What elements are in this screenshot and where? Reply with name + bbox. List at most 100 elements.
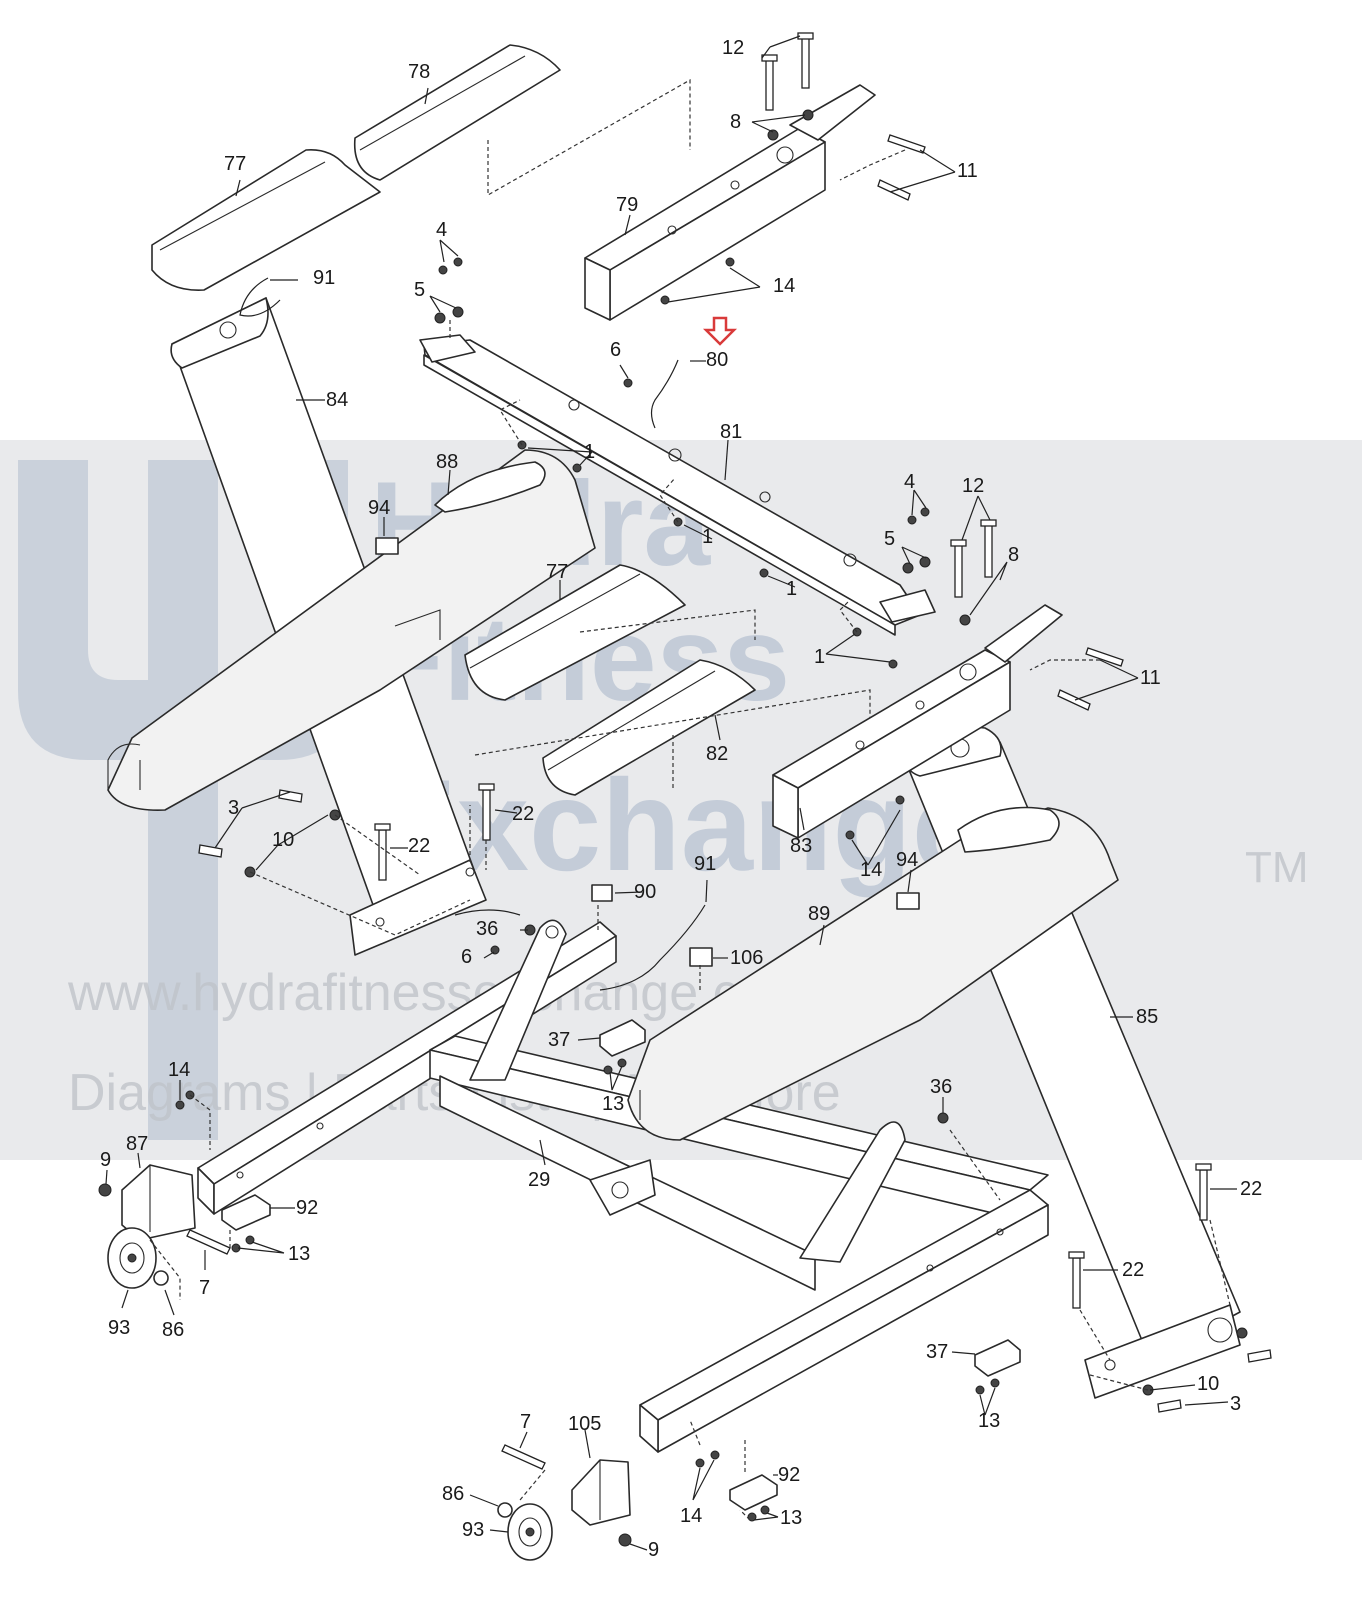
callout-label: 93 (462, 1519, 484, 1541)
callout-label: 13 (978, 1410, 1000, 1432)
callout-label: 13 (602, 1093, 624, 1115)
callout-label: 9 (648, 1539, 659, 1561)
callout-label: 3 (1230, 1393, 1241, 1415)
callout-label: 13 (780, 1507, 802, 1529)
callout-label: 87 (126, 1133, 148, 1155)
callout-label: 22 (512, 803, 534, 825)
callout-label: 81 (720, 421, 742, 443)
callout-label: 8 (730, 111, 741, 133)
callout-label: 78 (408, 61, 430, 83)
callout-label: 11 (1140, 667, 1161, 689)
washer-86-left (153, 1270, 169, 1286)
upper-tube-83 (772, 604, 1063, 839)
callout-label: 22 (1240, 1178, 1262, 1200)
callout-label: 86 (162, 1319, 184, 1341)
console-cover-78 (353, 44, 561, 181)
callout-label: 77 (224, 153, 246, 175)
callout-labels: 12 78 8 11 77 79 4 14 91 5 80 6 84 81 1 … (100, 37, 1262, 1561)
callout-label: 92 (296, 1197, 318, 1219)
callout-label: 3 (228, 797, 239, 819)
bracket-105 (571, 1459, 631, 1526)
roller-93-right (507, 1503, 553, 1561)
callout-label: 85 (1136, 1006, 1158, 1028)
callout-label: 80 (706, 349, 728, 371)
leader-lines (105, 35, 1237, 1551)
callout-label: 37 (926, 1341, 948, 1363)
callout-label: 22 (408, 835, 430, 857)
callout-label: 14 (860, 859, 882, 881)
callout-label: 4 (904, 471, 915, 493)
upper-tube-79 (584, 84, 876, 321)
callout-label: 29 (528, 1169, 550, 1191)
base-frame (197, 919, 1049, 1453)
callout-label: 12 (722, 37, 744, 59)
callout-label: 77 (546, 561, 568, 583)
callout-label: 94 (368, 497, 390, 519)
callout-label: 10 (1197, 1373, 1219, 1395)
callout-label: 6 (461, 946, 472, 968)
callout-label: 7 (199, 1277, 210, 1299)
callout-label: 14 (773, 275, 795, 297)
part-106 (689, 947, 713, 967)
callout-label: 5 (884, 528, 895, 550)
leveler-92-left (221, 1194, 271, 1231)
callout-label: 37 (548, 1029, 570, 1051)
part-90 (591, 884, 613, 902)
bracket-87 (121, 1164, 196, 1241)
callout-label: 10 (272, 829, 294, 851)
callout-label: 8 (1008, 544, 1019, 566)
alignment-lines (149, 149, 1231, 1521)
callout-label: 9 (100, 1149, 111, 1171)
callout-label: 1 (702, 526, 713, 548)
left-handrail-88 (107, 449, 596, 811)
callout-label: 84 (326, 389, 348, 411)
callout-label: 11 (957, 160, 978, 182)
callout-label: 4 (436, 219, 447, 241)
callout-label: 86 (442, 1483, 464, 1505)
leveler-92-right (729, 1474, 778, 1511)
callout-label: 91 (694, 853, 716, 875)
callout-label: 90 (634, 881, 656, 903)
console-cover-77-top (151, 148, 381, 291)
watermark-trademark: TM (1245, 843, 1309, 892)
callout-label: 79 (616, 194, 638, 216)
console-cover-82 (542, 659, 756, 796)
callout-label: 89 (808, 903, 830, 925)
callout-label: 94 (896, 849, 918, 871)
callout-label: 1 (814, 646, 825, 668)
callout-label: 36 (476, 918, 498, 940)
callout-label: 6 (610, 339, 621, 361)
callout-label: 83 (790, 835, 812, 857)
callout-label: 105 (568, 1413, 601, 1435)
callout-label: 22 (1122, 1259, 1144, 1281)
callout-label: 5 (414, 279, 425, 301)
callout-label: 14 (680, 1505, 702, 1527)
callout-label: 92 (778, 1464, 800, 1486)
callout-label: 1 (786, 578, 797, 600)
callout-label: 93 (108, 1317, 130, 1339)
callout-label: 36 (930, 1076, 952, 1098)
leveler-37-left (599, 1019, 646, 1057)
console-cover-77-mid (464, 564, 686, 701)
callout-label: 91 (313, 267, 335, 289)
wire-80 (650, 359, 679, 429)
highlight-arrow-icon (702, 316, 738, 346)
wire-91-top (239, 277, 281, 317)
roller-93-left (107, 1227, 157, 1289)
callout-label: 7 (520, 1411, 531, 1433)
crossbar-81 (419, 334, 936, 636)
callout-label: 88 (436, 451, 458, 473)
callout-label: 82 (706, 743, 728, 765)
leveler-37-right (974, 1339, 1021, 1377)
callout-label: 13 (288, 1243, 310, 1265)
callout-label: 14 (168, 1059, 190, 1081)
wire-91-lower (599, 904, 706, 991)
callout-label: 12 (962, 475, 984, 497)
callout-label: 1 (584, 441, 595, 463)
callout-label: 106 (730, 947, 763, 969)
right-handrail-89 (627, 806, 1119, 1141)
watermark-url: www.hydrafitnessexchange.com (67, 964, 811, 1022)
washer-86-right (497, 1502, 513, 1518)
bolts (186, 32, 1272, 1470)
